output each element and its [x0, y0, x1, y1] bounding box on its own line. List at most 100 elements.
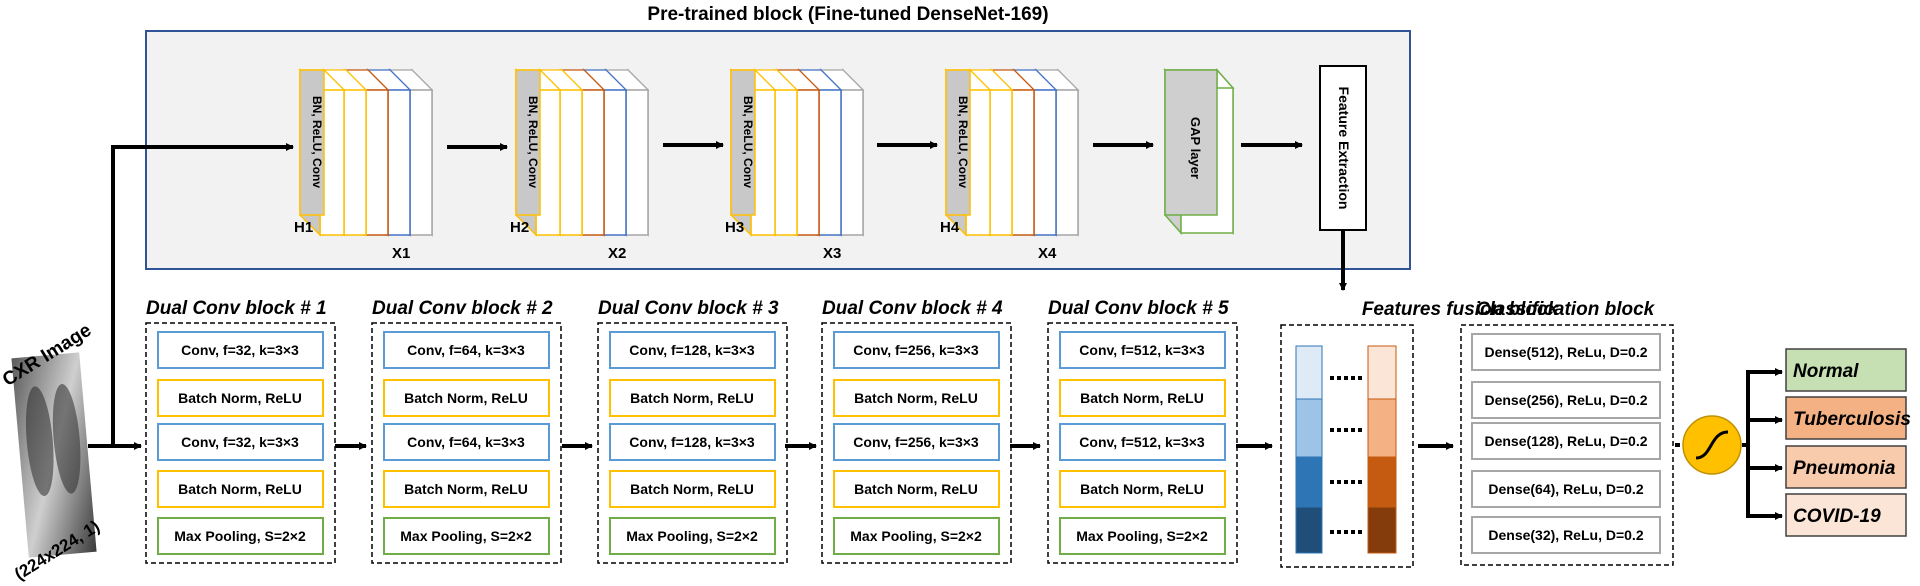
sigmoid-icon: [1695, 430, 1729, 460]
dense-layer-label: Dense(64), ReLu, D=0.2: [1488, 481, 1643, 497]
bn-slab-front: [945, 69, 971, 216]
fusion-blue-segment: [1295, 456, 1323, 508]
conv-layer-label: Max Pooling, S=2×2: [626, 528, 758, 544]
bn-relu-conv-label: BN, ReLU, Conv: [310, 96, 324, 188]
x-label: X3: [823, 245, 841, 262]
bn-slab-front: [730, 69, 756, 216]
gap-layer: GAP layer: [1163, 68, 1235, 235]
dual-conv-title: Dual Conv block # 2: [372, 298, 553, 319]
conv-layer-label: Batch Norm, ReLU: [404, 390, 528, 406]
conv-layer-box: [609, 331, 776, 369]
dense-layer-front: [816, 89, 842, 236]
dense-layer-box: [1471, 516, 1661, 554]
output-class-label: COVID-19: [1793, 506, 1881, 527]
conv-layer-label: Conv, f=256, k=3×3: [853, 342, 979, 358]
conv-layer-label: Conv, f=64, k=3×3: [407, 434, 525, 450]
classification-block: [1460, 324, 1674, 566]
conv-layer-box: [383, 517, 550, 555]
dense-layer-label: Dense(128), ReLu, D=0.2: [1484, 433, 1647, 449]
dense-layer-front: [987, 89, 1013, 236]
conv-layer-box: [1059, 423, 1226, 461]
dense-layer-box: [1471, 470, 1661, 508]
x-label: X4: [1038, 245, 1057, 262]
conv-layer-box: [157, 379, 324, 417]
h-label: H3: [725, 219, 744, 236]
conv-layer-box: [383, 470, 550, 508]
dense-layer-front: [1031, 89, 1057, 236]
output-class-label: Pneumonia: [1793, 458, 1896, 479]
fusion-blue-segment: [1295, 398, 1323, 458]
conv-layer-box: [833, 423, 1000, 461]
gap-label: GAP layer: [1188, 117, 1203, 179]
output-class-label: Normal: [1793, 361, 1859, 382]
dense-layer-front: [385, 89, 411, 236]
dense-layer-box: [1471, 333, 1661, 371]
conv-layer-box: [383, 379, 550, 417]
conv-layer-box: [833, 470, 1000, 508]
conv-layer-label: Batch Norm, ReLU: [854, 390, 978, 406]
conv-layer-box: [609, 470, 776, 508]
conv-layer-box: [1059, 331, 1226, 369]
fusion-bars: [1295, 345, 1397, 554]
pretrained-title: Pre-trained block (Fine-tuned DenseNet-1…: [647, 4, 1048, 25]
fusion-orange-segment: [1367, 345, 1397, 400]
conv-layer-label: Conv, f=512, k=3×3: [1079, 434, 1205, 450]
dense-layer-front: [601, 89, 627, 236]
output-class-box: [1785, 445, 1907, 489]
conv-layer-label: Batch Norm, ReLU: [178, 390, 302, 406]
bn-relu-conv-label: BN, ReLU, Conv: [956, 96, 970, 188]
output-class-box: [1785, 348, 1907, 392]
connectors: [88, 141, 1783, 520]
conv-layer-label: Conv, f=128, k=3×3: [629, 434, 755, 450]
conv-layer-label: Conv, f=32, k=3×3: [181, 342, 299, 358]
conv-layer-label: Conv, f=128, k=3×3: [629, 342, 755, 358]
conv-layer-box: [609, 379, 776, 417]
bn-slab-front: [299, 69, 325, 216]
dense-layer-front: [579, 89, 605, 236]
dense-layer-label: Dense(256), ReLu, D=0.2: [1484, 392, 1647, 408]
conv-layer-label: Batch Norm, ReLU: [630, 390, 754, 406]
dense-layer-front: [407, 89, 433, 236]
conv-layer-label: Batch Norm, ReLU: [178, 481, 302, 497]
output-class-box: [1785, 396, 1907, 440]
conv-layer-box: [609, 423, 776, 461]
conv-layer-label: Batch Norm, ReLU: [854, 481, 978, 497]
h-label: H2: [510, 219, 529, 236]
bn-relu-conv-label: BN, ReLU, Conv: [526, 96, 540, 188]
dense-layer-label: Dense(512), ReLu, D=0.2: [1484, 344, 1647, 360]
conv-layer-label: Conv, f=64, k=3×3: [407, 342, 525, 358]
conv-layer-box: [833, 517, 1000, 555]
conv-layer-box: [1059, 379, 1226, 417]
dense-layer-front: [838, 89, 864, 236]
fusion-orange-segment: [1367, 456, 1397, 508]
conv-layer-box: [157, 331, 324, 369]
conv-layer-label: Max Pooling, S=2×2: [1076, 528, 1208, 544]
feature-extraction-box: [1319, 65, 1367, 231]
fusion-block: [1280, 324, 1414, 568]
dense-layer-front: [557, 89, 583, 236]
dual-conv-title: Dual Conv block # 4: [822, 298, 1003, 319]
conv-layer-label: Max Pooling, S=2×2: [174, 528, 306, 544]
conv-layer-box: [833, 331, 1000, 369]
conv-layer-box: [1059, 470, 1226, 508]
bn-slab-front: [515, 69, 541, 216]
h-label: H1: [294, 219, 313, 236]
conv-layer-box: [383, 331, 550, 369]
dense-layer-front: [623, 89, 649, 236]
dense-layer-box: [1471, 422, 1661, 460]
h-label: H4: [940, 219, 960, 236]
conv-layer-box: [1059, 517, 1226, 555]
conv-layer-box: [157, 423, 324, 461]
dual-conv-frame: [371, 322, 562, 564]
fusion-blue-segment: [1295, 345, 1323, 400]
